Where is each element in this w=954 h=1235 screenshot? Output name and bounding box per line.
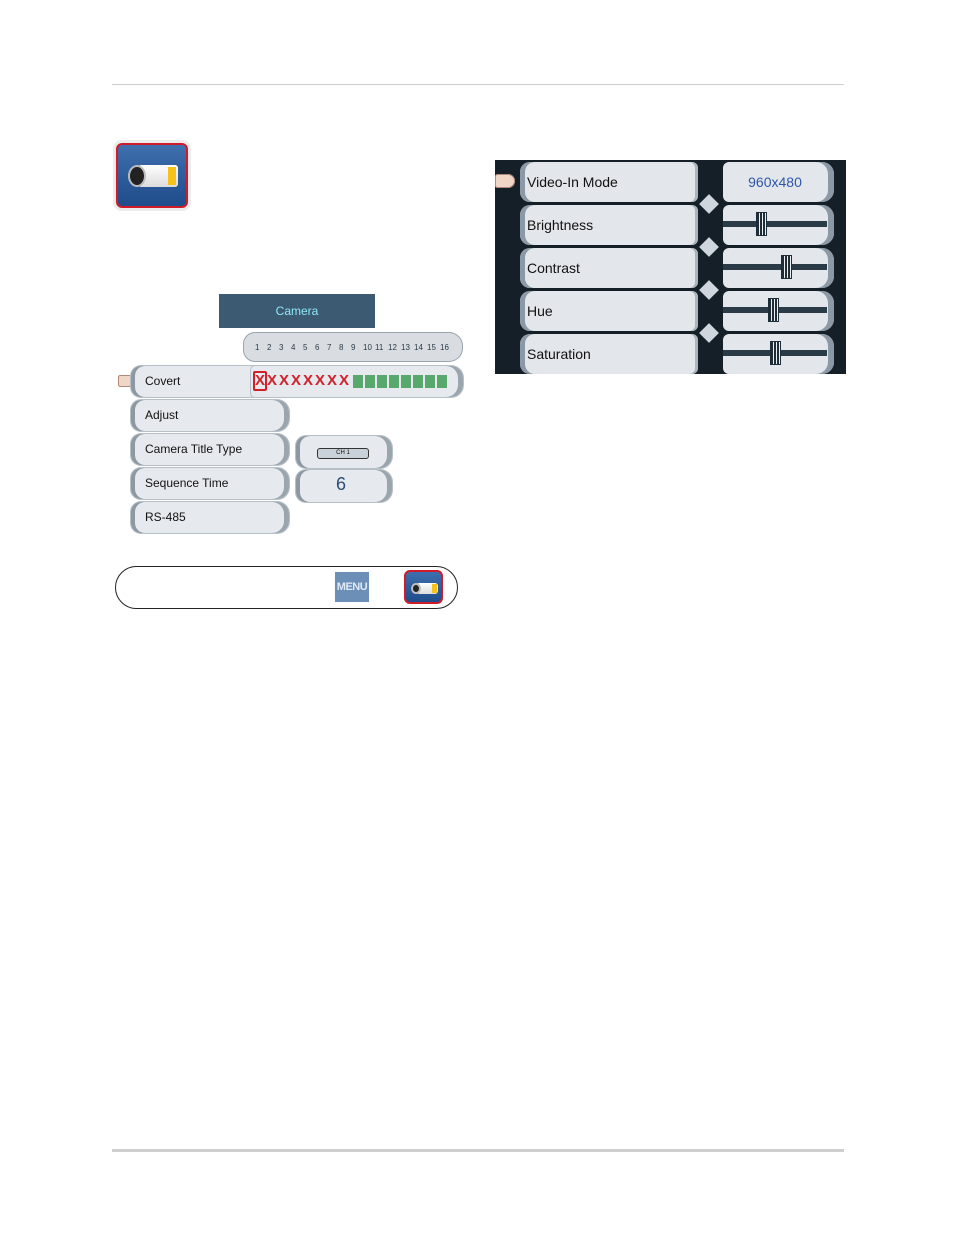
- channel-number: 4: [291, 343, 295, 352]
- covert-mark[interactable]: X: [267, 372, 277, 390]
- adjust-row-video-in-mode[interactable]: Video-In Mode: [520, 162, 698, 202]
- separator-diamond-icon: [699, 323, 719, 343]
- channel-box[interactable]: [437, 375, 447, 388]
- adjust-row-hue[interactable]: Hue: [520, 291, 698, 331]
- menu-item-camera-title-type[interactable]: Camera Title Type: [131, 434, 289, 465]
- menu-item-label: Camera Title Type: [145, 442, 242, 456]
- channel-number: 7: [327, 343, 331, 352]
- slider-knob[interactable]: [768, 298, 779, 322]
- slider-knob[interactable]: [756, 212, 767, 236]
- pointer-hand-icon: [495, 174, 515, 188]
- channel-number: 14: [414, 343, 423, 352]
- sequence-time-number: 6: [336, 474, 346, 495]
- channel-box[interactable]: [413, 375, 423, 388]
- covert-mark[interactable]: X: [303, 372, 313, 390]
- covert-mark[interactable]: X: [339, 372, 349, 390]
- channel-number: 9: [351, 343, 355, 352]
- row-label: Hue: [527, 303, 553, 319]
- menu-item-sequence-time[interactable]: Sequence Time: [131, 468, 289, 499]
- brightness-slider[interactable]: [723, 205, 834, 245]
- channel-number: 2: [267, 343, 271, 352]
- menu-item-label: RS-485: [145, 510, 186, 524]
- adjust-row-brightness[interactable]: Brightness: [520, 205, 698, 245]
- covert-mark[interactable]: X: [255, 372, 265, 390]
- menu-item-adjust[interactable]: Adjust: [131, 400, 289, 431]
- slider-knob[interactable]: [781, 255, 792, 279]
- channel-box[interactable]: [425, 375, 435, 388]
- top-rule: [112, 84, 844, 85]
- camera-icon: [116, 143, 188, 208]
- adjust-row-contrast[interactable]: Contrast: [520, 248, 698, 288]
- separator-diamond-icon: [699, 280, 719, 300]
- row-label: Contrast: [527, 260, 580, 276]
- channel-number: 10: [363, 343, 372, 352]
- channel-box[interactable]: [377, 375, 387, 388]
- channel-number: 3: [279, 343, 283, 352]
- sequence-time-value[interactable]: 6: [296, 470, 392, 502]
- menu-item-rs-485[interactable]: RS-485: [131, 502, 289, 533]
- row-label: Saturation: [527, 346, 591, 362]
- adjust-menu-panel: Video-In Mode Brightness Contrast Hue Sa…: [495, 160, 846, 374]
- separator-diamond-icon: [699, 194, 719, 214]
- channel-number: 8: [339, 343, 343, 352]
- camera-menu-title: Camera: [219, 294, 375, 328]
- bottom-rule: [112, 1149, 844, 1152]
- camera-icon: [404, 570, 443, 604]
- covert-mark[interactable]: X: [327, 372, 337, 390]
- row-label: Brightness: [527, 217, 593, 233]
- channel-box[interactable]: [365, 375, 375, 388]
- channel-number: 13: [401, 343, 410, 352]
- title-type-pill: CH 1: [317, 448, 369, 459]
- channel-box[interactable]: [389, 375, 399, 388]
- contrast-slider[interactable]: [723, 248, 834, 288]
- channel-number: 5: [303, 343, 307, 352]
- channel-number: 11: [375, 343, 383, 352]
- menu-item-label: Adjust: [145, 408, 178, 422]
- covert-channel-toggles[interactable]: X X X X X X X X: [251, 366, 463, 397]
- channel-number: 12: [388, 343, 397, 352]
- camera-title-type-value[interactable]: CH 1: [296, 436, 392, 468]
- saturation-slider[interactable]: [723, 334, 834, 374]
- separator-diamond-icon: [699, 237, 719, 257]
- covert-mark[interactable]: X: [315, 372, 325, 390]
- covert-mark[interactable]: X: [279, 372, 289, 390]
- video-in-mode-text: 960x480: [723, 162, 827, 202]
- channel-number: 6: [315, 343, 319, 352]
- slider-knob[interactable]: [770, 341, 781, 365]
- adjust-row-saturation[interactable]: Saturation: [520, 334, 698, 374]
- channel-box[interactable]: [401, 375, 411, 388]
- channel-number: 16: [440, 343, 449, 352]
- covert-mark[interactable]: X: [291, 372, 301, 390]
- menu-button-icon: MENU: [335, 572, 369, 602]
- menu-item-label: Sequence Time: [145, 476, 228, 490]
- channel-number: 1: [255, 343, 259, 352]
- channel-box[interactable]: [353, 375, 363, 388]
- row-label: Video-In Mode: [527, 174, 618, 190]
- hue-slider[interactable]: [723, 291, 834, 331]
- channel-number: 15: [427, 343, 436, 352]
- channel-number-bar: 1 2 3 4 5 6 7 8 9 10 11 12 13 14 15 16: [243, 332, 463, 362]
- menu-item-label: Covert: [145, 374, 180, 388]
- video-in-mode-value[interactable]: 960x480: [723, 162, 834, 202]
